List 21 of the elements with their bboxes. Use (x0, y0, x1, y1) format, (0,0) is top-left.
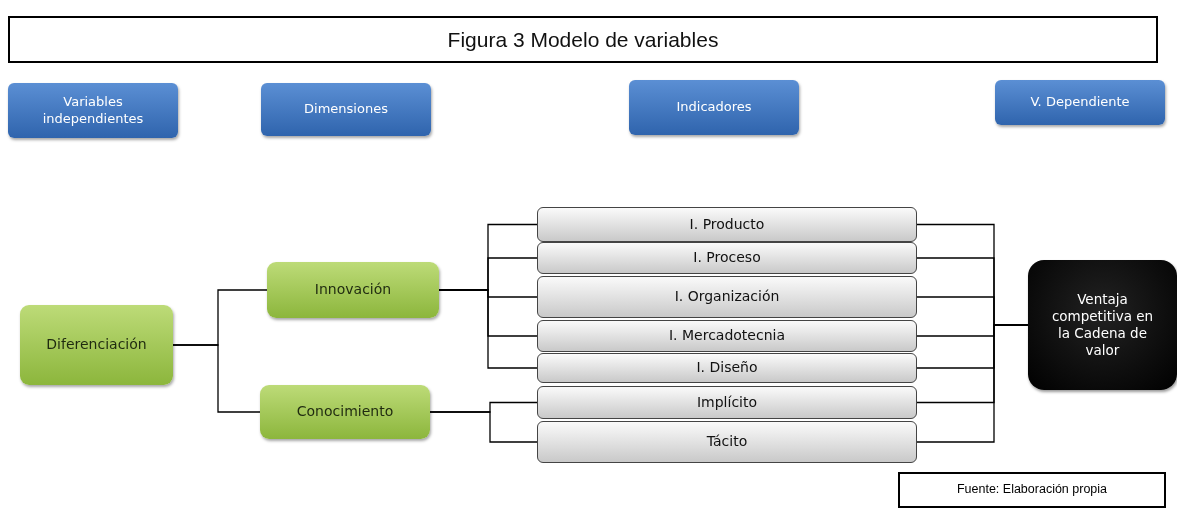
source-note-box: Fuente: Elaboración propia (898, 472, 1166, 508)
variable-box: Diferenciación (20, 305, 173, 385)
connector-line (172, 344, 261, 413)
header-box: V. Dependiente (995, 80, 1165, 125)
connector-line (429, 411, 538, 443)
indicator-box: I. Proceso (537, 242, 917, 274)
indicator-box: I. Diseño (537, 353, 917, 383)
header-box: Variables independientes (8, 83, 178, 138)
header-box: Dimensiones (261, 83, 431, 136)
indicator-box: Tácito (537, 421, 917, 463)
connector-line (438, 289, 538, 369)
variable-box: Innovación (267, 262, 439, 318)
indicator-box: Implícito (537, 386, 917, 419)
result-box: Ventaja competitiva en la Cadena de valor (1028, 260, 1177, 390)
header-box: Indicadores (629, 80, 799, 135)
indicator-box: I. Organización (537, 276, 917, 318)
connector-line (916, 324, 1029, 443)
indicator-box: I. Mercadotecnia (537, 320, 917, 352)
indicator-box: I. Producto (537, 207, 917, 242)
variable-box: Conocimiento (260, 385, 430, 439)
title: Figura 3 Modelo de variables (8, 16, 1158, 63)
